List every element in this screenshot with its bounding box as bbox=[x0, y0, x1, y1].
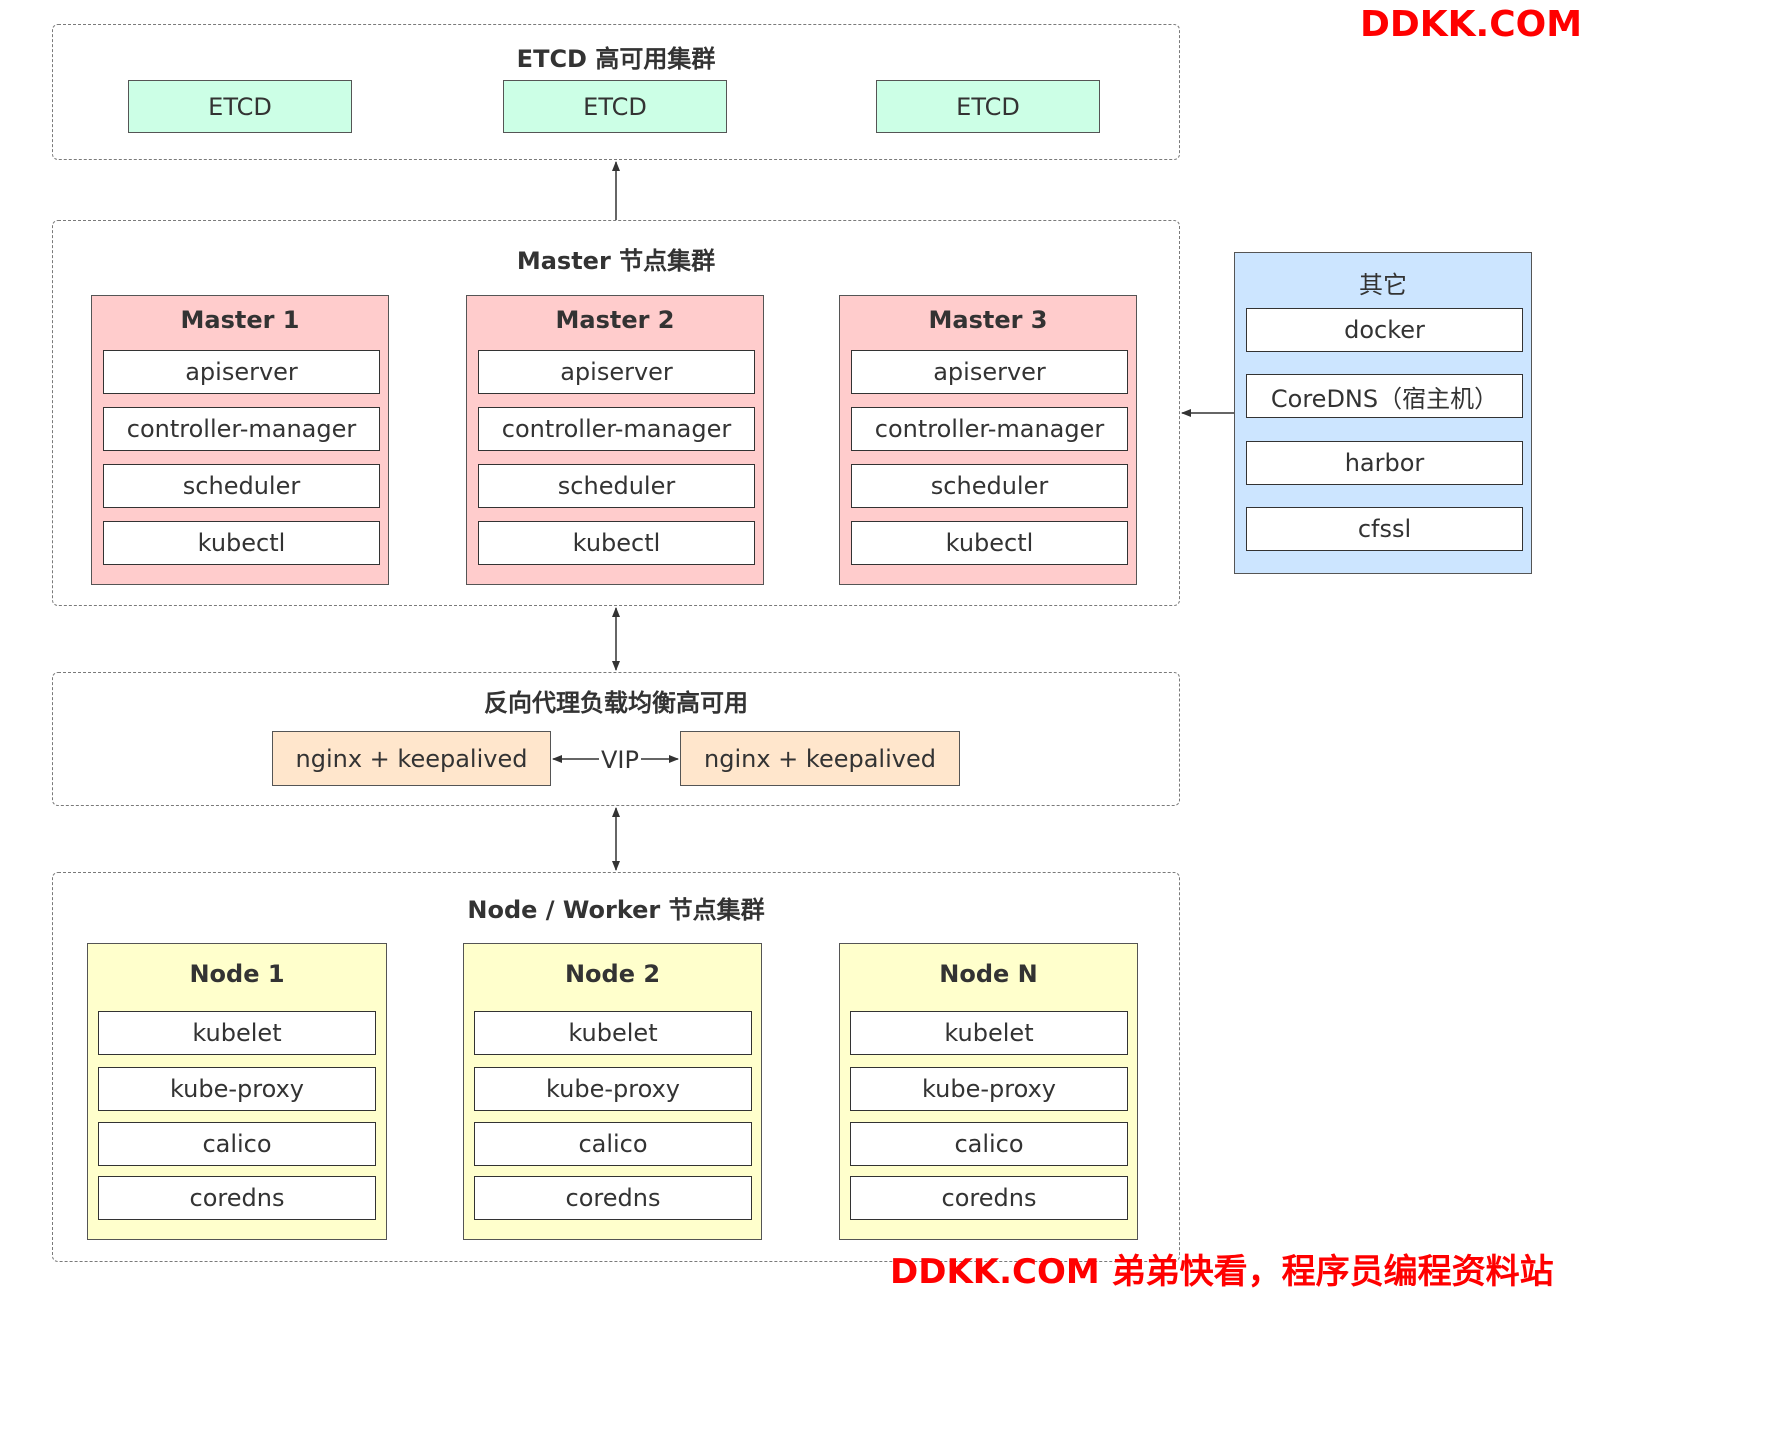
master-3-kubectl: kubectl bbox=[851, 521, 1128, 565]
node-1-calico: calico bbox=[98, 1122, 376, 1166]
master-2-kubectl: kubectl bbox=[478, 521, 755, 565]
node-n-calico: calico bbox=[850, 1122, 1128, 1166]
master-3: Master 3 apiserver controller-manager sc… bbox=[839, 295, 1137, 585]
node-1: Node 1 kubelet kube-proxy calico coredns bbox=[87, 943, 387, 1240]
watermark-bottom: DDKK.COM 弟弟快看，程序员编程资料站 bbox=[890, 1252, 1554, 1292]
node-2-calico: calico bbox=[474, 1122, 752, 1166]
node-cluster-title: Node / Worker 节点集群 bbox=[467, 896, 765, 924]
others-coredns: CoreDNS（宿主机） bbox=[1246, 374, 1523, 418]
node-n-kubelet: kubelet bbox=[850, 1011, 1128, 1055]
node-2-kube-proxy: kube-proxy bbox=[474, 1067, 752, 1111]
vip-label: VIP bbox=[599, 746, 641, 774]
node-1-title: Node 1 bbox=[189, 960, 285, 988]
master-1-kubectl: kubectl bbox=[103, 521, 380, 565]
node-2-kubelet: kubelet bbox=[474, 1011, 752, 1055]
lb-cluster-title: 反向代理负载均衡高可用 bbox=[484, 689, 748, 717]
etcd-node-1: ETCD bbox=[128, 80, 352, 133]
etcd-node-2: ETCD bbox=[503, 80, 727, 133]
node-n-coredns: coredns bbox=[850, 1176, 1128, 1220]
lb-cluster: 反向代理负载均衡高可用 bbox=[52, 672, 1180, 806]
master-3-apiserver: apiserver bbox=[851, 350, 1128, 394]
master-3-controller-manager: controller-manager bbox=[851, 407, 1128, 451]
master-1-title: Master 1 bbox=[180, 306, 300, 334]
master-2: Master 2 apiserver controller-manager sc… bbox=[466, 295, 764, 585]
node-2-coredns: coredns bbox=[474, 1176, 752, 1220]
master-2-apiserver: apiserver bbox=[478, 350, 755, 394]
node-2-title: Node 2 bbox=[564, 960, 661, 988]
master-1: Master 1 apiserver controller-manager sc… bbox=[91, 295, 389, 585]
node-cluster: Node / Worker 节点集群 bbox=[52, 872, 1180, 1262]
node-1-coredns: coredns bbox=[98, 1176, 376, 1220]
master-3-title: Master 3 bbox=[928, 306, 1048, 334]
others-box: 其它 docker CoreDNS（宿主机） harbor cfssl bbox=[1234, 252, 1532, 574]
master-1-apiserver: apiserver bbox=[103, 350, 380, 394]
etcd-node-3: ETCD bbox=[876, 80, 1100, 133]
lb-left: nginx + keepalived bbox=[272, 731, 551, 786]
node-2: Node 2 kubelet kube-proxy calico coredns bbox=[463, 943, 762, 1240]
lb-right: nginx + keepalived bbox=[680, 731, 960, 786]
master-2-scheduler: scheduler bbox=[478, 464, 755, 508]
node-1-kube-proxy: kube-proxy bbox=[98, 1067, 376, 1111]
node-n-title: Node N bbox=[939, 960, 1038, 988]
others-cfssl: cfssl bbox=[1246, 507, 1523, 551]
master-cluster: Master 节点集群 bbox=[52, 220, 1180, 606]
master-2-title: Master 2 bbox=[555, 306, 675, 334]
node-n-kube-proxy: kube-proxy bbox=[850, 1067, 1128, 1111]
master-cluster-title: Master 节点集群 bbox=[516, 247, 716, 275]
node-1-kubelet: kubelet bbox=[98, 1011, 376, 1055]
others-harbor: harbor bbox=[1246, 441, 1523, 485]
master-2-controller-manager: controller-manager bbox=[478, 407, 755, 451]
etcd-cluster-title: ETCD 高可用集群 bbox=[516, 45, 716, 73]
etcd-cluster: ETCD 高可用集群 bbox=[52, 24, 1180, 160]
node-n: Node N kubelet kube-proxy calico coredns bbox=[839, 943, 1138, 1240]
others-docker: docker bbox=[1246, 308, 1523, 352]
master-1-scheduler: scheduler bbox=[103, 464, 380, 508]
watermark-top: DDKK.COM bbox=[1360, 4, 1583, 45]
master-3-scheduler: scheduler bbox=[851, 464, 1128, 508]
others-title: 其它 bbox=[1359, 271, 1407, 299]
master-1-controller-manager: controller-manager bbox=[103, 407, 380, 451]
